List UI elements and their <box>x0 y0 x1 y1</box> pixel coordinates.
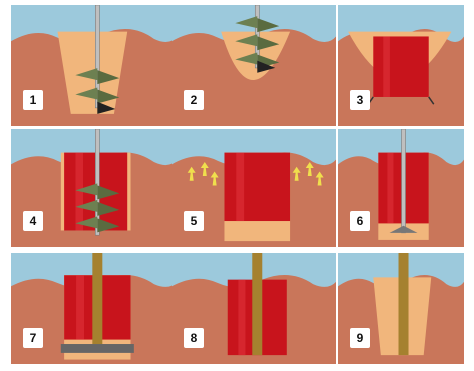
panel-step-8: 8 <box>172 253 336 364</box>
panel-step-2: 2 <box>172 5 336 126</box>
cleaning-bucket <box>389 225 418 233</box>
vibration-arrow <box>210 171 219 186</box>
auger-flight <box>75 199 98 212</box>
auger-flight <box>257 18 280 33</box>
auger-flight <box>97 70 120 85</box>
drill-rod <box>95 129 100 236</box>
concrete-column <box>252 253 263 356</box>
step-number-badge: 8 <box>184 328 204 348</box>
step-number-badge: 3 <box>350 90 370 110</box>
panel-step-4: 4 <box>11 129 177 247</box>
step-number-badge: 6 <box>350 211 370 231</box>
concrete-column <box>398 253 409 356</box>
casing-highlight <box>383 36 390 97</box>
auger-flight <box>235 16 258 29</box>
casing-highlight <box>238 279 246 356</box>
auger-flight <box>235 52 258 65</box>
panel-step-6: 6 <box>338 129 464 247</box>
vibration-arrow <box>305 162 314 177</box>
casing-highlight <box>387 152 394 224</box>
vibration-arrow <box>315 171 324 186</box>
panel-step-3: 3 <box>338 5 464 126</box>
step-number-badge: 1 <box>23 90 43 110</box>
auger-flight <box>235 34 258 47</box>
auger-flight <box>97 89 120 104</box>
auger-flight <box>75 68 98 81</box>
panel-step-5: 5 <box>172 129 336 247</box>
concrete-column <box>92 253 103 345</box>
drill-rod <box>401 129 406 234</box>
auger-flight <box>75 216 98 229</box>
auger-tip <box>257 60 276 73</box>
auger-flight <box>97 185 120 200</box>
panel-step-1: 1 <box>11 5 177 126</box>
auger-flight <box>257 36 280 51</box>
casing-highlight <box>236 152 245 222</box>
panel-step-9: 9 <box>338 253 464 364</box>
step-number-badge: 9 <box>350 328 370 348</box>
step-number-badge: 2 <box>184 90 204 110</box>
auger-flight <box>75 183 98 196</box>
vibration-arrow <box>187 166 196 181</box>
vibration-arrow <box>292 166 301 181</box>
step-number-badge: 7 <box>23 328 43 348</box>
steel-casing <box>224 152 291 222</box>
auger-tip <box>97 101 116 114</box>
vibration-arrow <box>200 162 209 177</box>
steel-casing <box>373 36 429 97</box>
auger-flight <box>97 201 120 216</box>
step-number-badge: 4 <box>23 211 43 231</box>
base-plate <box>60 344 134 353</box>
casing-highlight <box>76 275 85 340</box>
auger-flight <box>97 218 120 233</box>
casing-highlight <box>75 152 84 231</box>
auger-flight <box>75 87 98 100</box>
step-number-badge: 5 <box>184 211 204 231</box>
panel-step-7: 7 <box>11 253 177 364</box>
